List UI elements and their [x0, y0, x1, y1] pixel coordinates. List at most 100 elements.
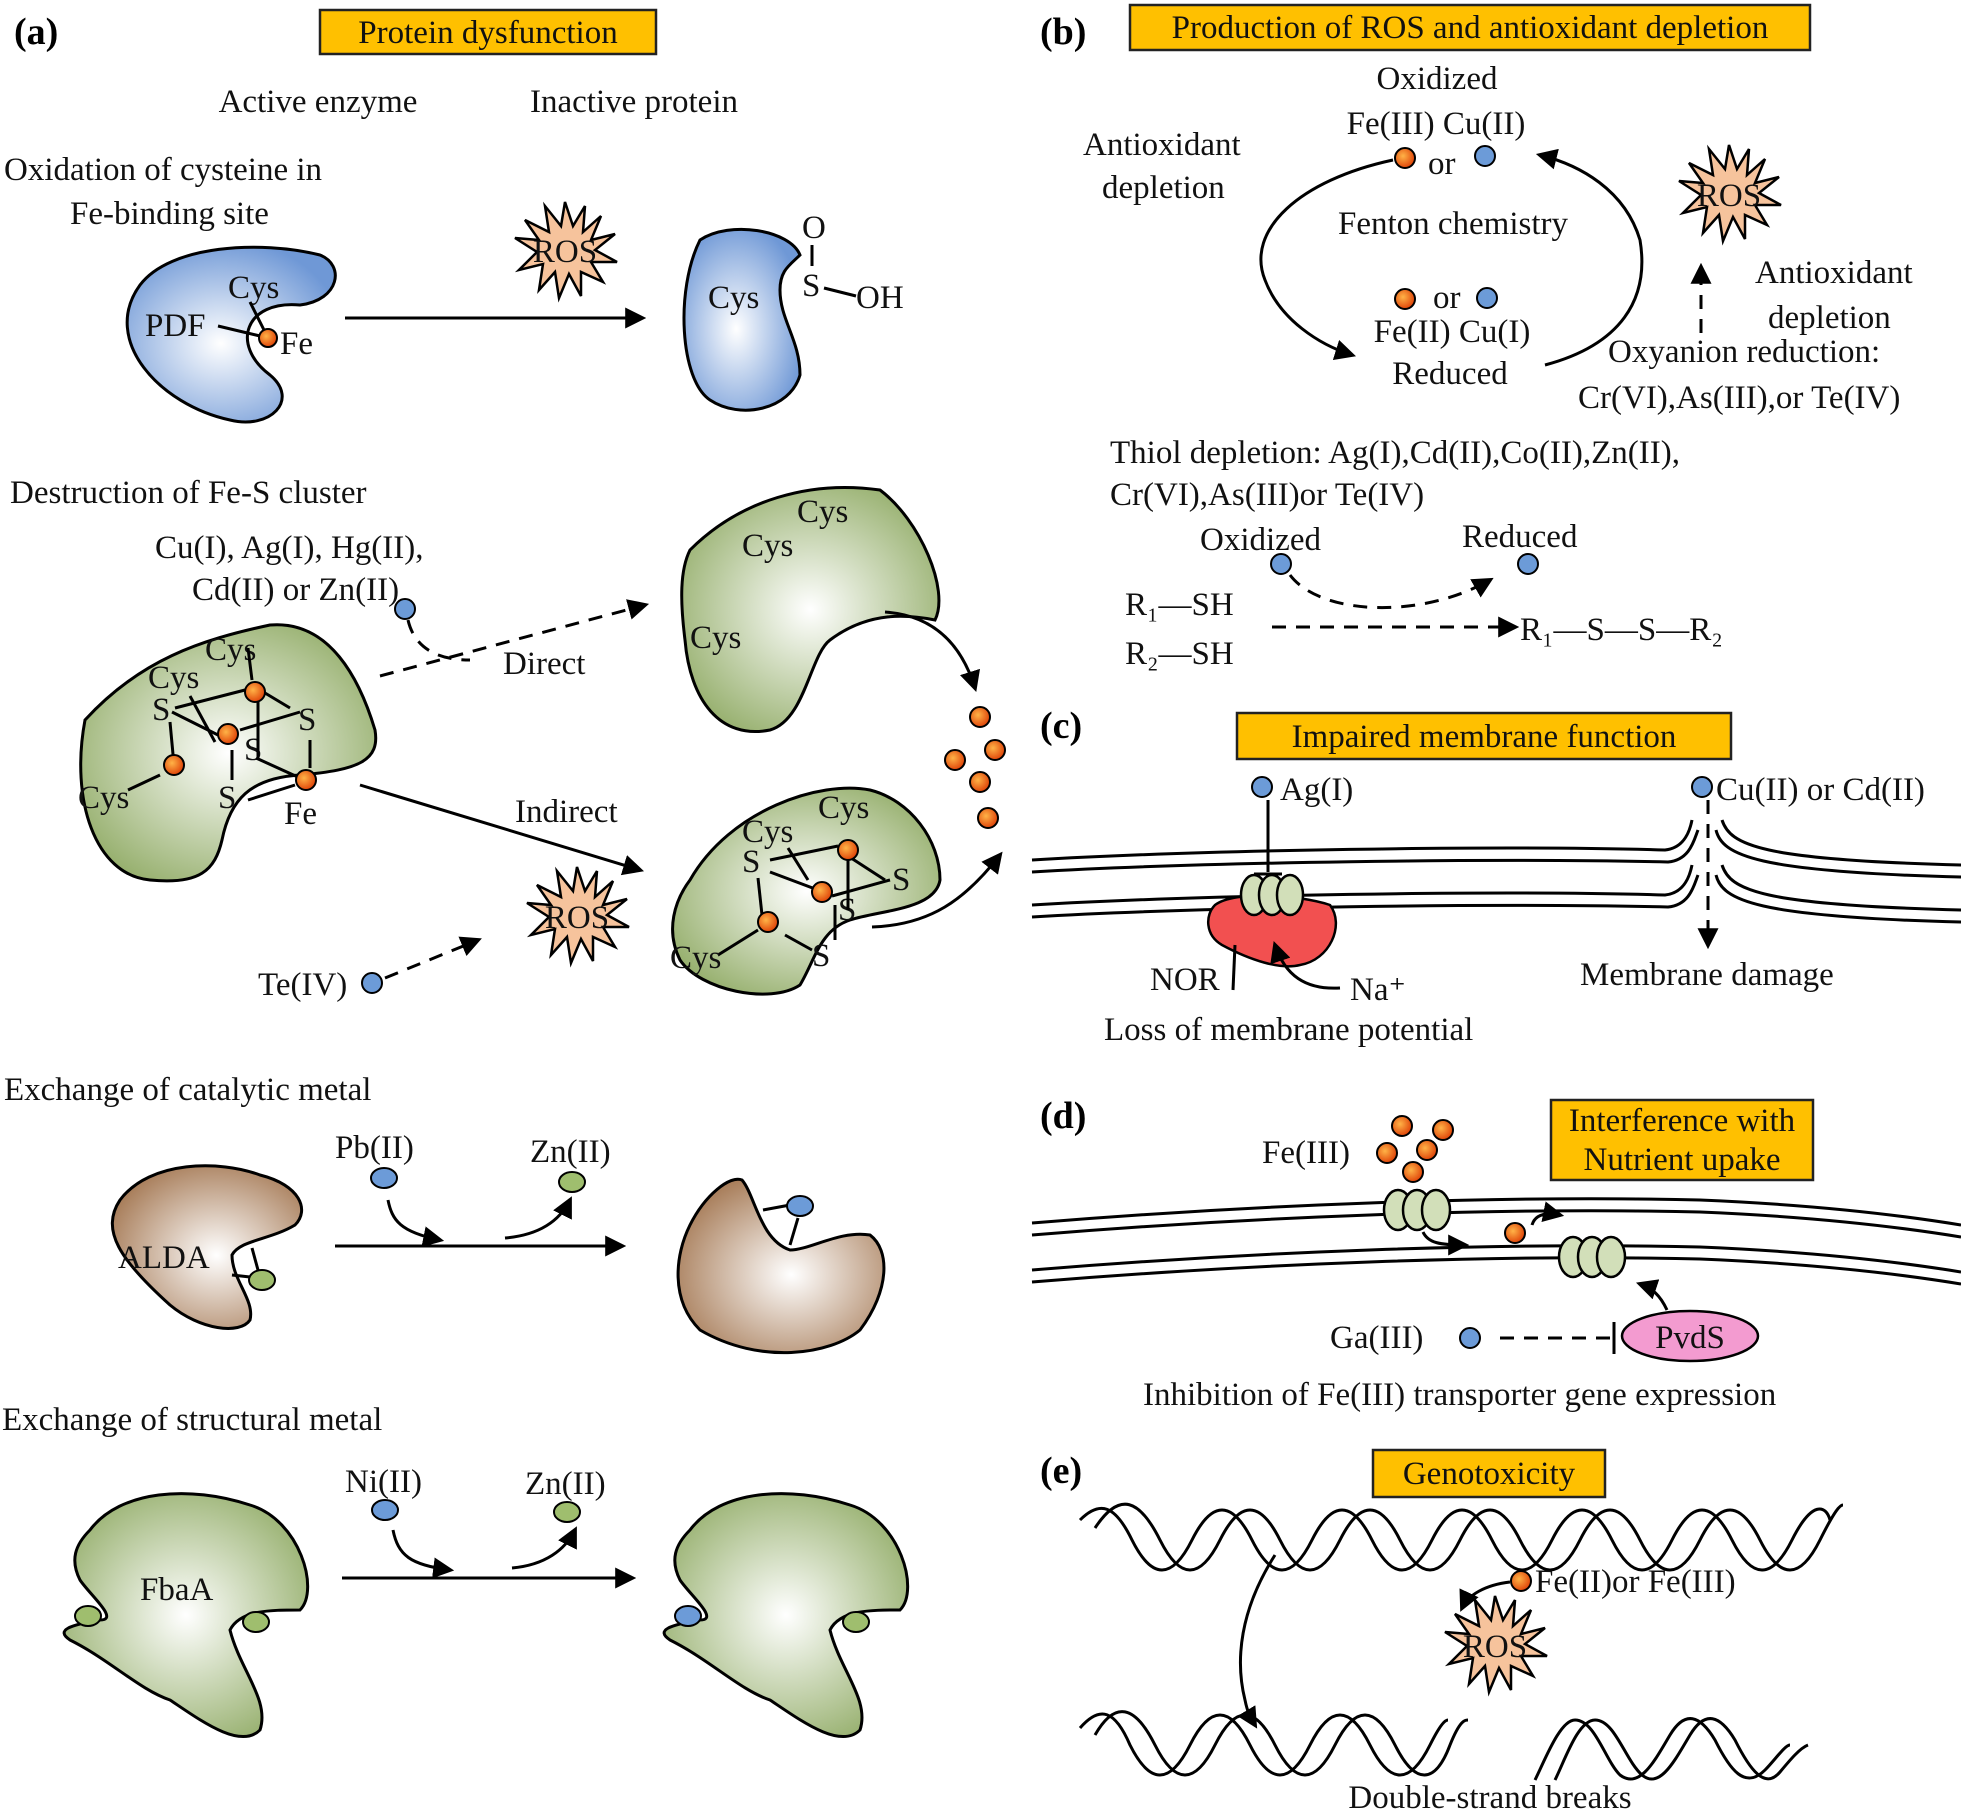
panel-b-title: Production of ROS and antioxidant deplet…: [1172, 10, 1769, 46]
cys-label: Cys: [670, 940, 721, 976]
alda-label: ALDA: [118, 1240, 210, 1276]
panel-e-title: Genotoxicity: [1403, 1456, 1576, 1492]
zn-out-arrow-2: [511, 1526, 577, 1570]
panel-d-label: (d): [1040, 1095, 1086, 1137]
released-iron: [977, 807, 999, 829]
nor-label: NOR: [1150, 962, 1220, 998]
iron-ion: [1376, 1142, 1398, 1164]
fbaa-protein: [62, 1492, 310, 1738]
na-arrow: [1270, 941, 1341, 990]
bond: [250, 1247, 260, 1271]
zn-ion: [558, 1171, 586, 1193]
pb-in-arrow: [386, 1199, 445, 1247]
antiox-label-2: depletion: [1102, 170, 1225, 206]
cys-label: Cys: [690, 620, 741, 656]
iron-ion: [1504, 1222, 1526, 1244]
te-ion: [361, 972, 383, 994]
alda-protein: [110, 1164, 304, 1330]
damage-label: Membrane damage: [1580, 957, 1834, 993]
thiol-oxidized: Oxidized: [1200, 522, 1321, 558]
fe-ros-arrow: [1459, 1580, 1511, 1612]
pb-ion-bound: [786, 1195, 814, 1217]
cys-label-oxidized: Cys: [708, 280, 759, 316]
cys-label: Cys: [797, 494, 848, 530]
panel-a-label: (a): [14, 11, 58, 53]
thiol-line-1: Thiol depletion: Ag(I),Cd(II),Co(II),Zn(…: [1110, 435, 1680, 471]
ni-label: Ni(II): [345, 1464, 422, 1500]
zn-ion-bound: [842, 1611, 870, 1633]
bond: [217, 324, 261, 338]
antiox-label-1: Antioxidant: [1083, 127, 1241, 163]
na-label: Na⁺: [1350, 972, 1406, 1008]
oxidized-protein: [682, 227, 802, 412]
iron-ion: [757, 911, 779, 933]
zn-label: Zn(II): [530, 1134, 611, 1170]
dna-broken-left: [1078, 1710, 1469, 1777]
panel-a: (a) Protein dysfunction Active enzyme In…: [2, 8, 1006, 1738]
ros-label: ROS: [1463, 1629, 1527, 1665]
fenton-arrow-left: [1259, 158, 1394, 361]
metals-line-1: Cu(I), Ag(I), Hg(II),: [155, 530, 424, 566]
zn-ion-bound: [74, 1605, 102, 1627]
iron-ion: [163, 754, 185, 776]
panel-a-title-box: [318, 8, 658, 56]
nor-pointer: [1231, 944, 1237, 991]
iron-ion: [1391, 1115, 1413, 1137]
panel-e-label: (e): [1040, 1450, 1082, 1492]
or-label: or: [1428, 146, 1456, 182]
bond: [248, 301, 266, 331]
ros-label: ROS: [545, 900, 609, 936]
oxidized-metal: [1270, 553, 1292, 575]
iron-ion: [1416, 1139, 1438, 1161]
panel-c: (c) Impaired membrane function Ag(I) Cu(…: [1031, 705, 1961, 1048]
sulfur-label: S: [802, 268, 820, 304]
panel-c-title-box: [1235, 711, 1733, 761]
copper-ion: [1474, 145, 1496, 167]
iron-ion: [1432, 1119, 1454, 1141]
s-label: S: [892, 862, 910, 898]
stripped-protein: [680, 486, 941, 733]
panel-e: (e) Genotoxicity Fe(II)or Fe(III) ROS Do…: [1040, 1448, 1844, 1816]
pb-label: Pb(II): [335, 1130, 414, 1166]
outer-transporter-subunit: [1420, 1188, 1452, 1232]
s-label: S: [298, 702, 316, 738]
transporter-subunit: [1275, 873, 1305, 917]
antiox-depl-label-1: Antioxidant: [1755, 255, 1913, 291]
zn-ion-bound: [242, 1611, 270, 1633]
fe3-label: Fe(III): [1262, 1135, 1350, 1171]
alda-product-protein: [676, 1177, 886, 1355]
fenton-arrow-right: [1535, 148, 1644, 367]
oxyanion-label: Oxyanion reduction:: [1608, 334, 1880, 370]
zn-ion-bound: [248, 1269, 276, 1291]
zn-ion-2: [553, 1501, 581, 1523]
pvds-regulator: [1620, 1309, 1760, 1363]
col-active-enzyme: Active enzyme: [219, 84, 418, 120]
panel-c-title: Impaired membrane function: [1292, 719, 1677, 755]
indirect-arrow: [359, 783, 645, 876]
te-ros-arrow: [384, 936, 482, 980]
inner-transporter-subunit: [1595, 1235, 1627, 1279]
panel-e-title-box: [1371, 1448, 1607, 1499]
panel-d-title-1: Interference with: [1569, 1103, 1796, 1139]
s-label: S: [812, 938, 830, 974]
iron-ion: [295, 769, 317, 791]
fbaa-label: FbaA: [140, 1572, 214, 1608]
inhibition-label: Inhibition of Fe(III) transporter gene e…: [1143, 1377, 1776, 1413]
bond: [762, 1203, 791, 1212]
oxidized-label: Oxidized: [1377, 61, 1498, 97]
disulfide-product: R₁—S—S—R₂: [1520, 612, 1723, 648]
s-label: S: [152, 692, 170, 728]
iron-ion: [811, 881, 833, 903]
iron-ion: [244, 681, 266, 703]
cys-label: Cys: [78, 780, 129, 816]
fe-label: Fe: [284, 796, 317, 832]
thiol-metal-arrow: [1288, 574, 1494, 609]
reduced-label: Reduced: [1392, 356, 1508, 392]
damaged-fes-bonds: [717, 844, 891, 957]
antiox-depl-label-2: depletion: [1768, 300, 1891, 336]
iron-ion: [1394, 288, 1416, 310]
te-label: Te(IV): [258, 967, 347, 1003]
section-oxidation-title-2: Fe-binding site: [70, 196, 269, 232]
section-structural-title: Exchange of structural metal: [2, 1402, 382, 1438]
